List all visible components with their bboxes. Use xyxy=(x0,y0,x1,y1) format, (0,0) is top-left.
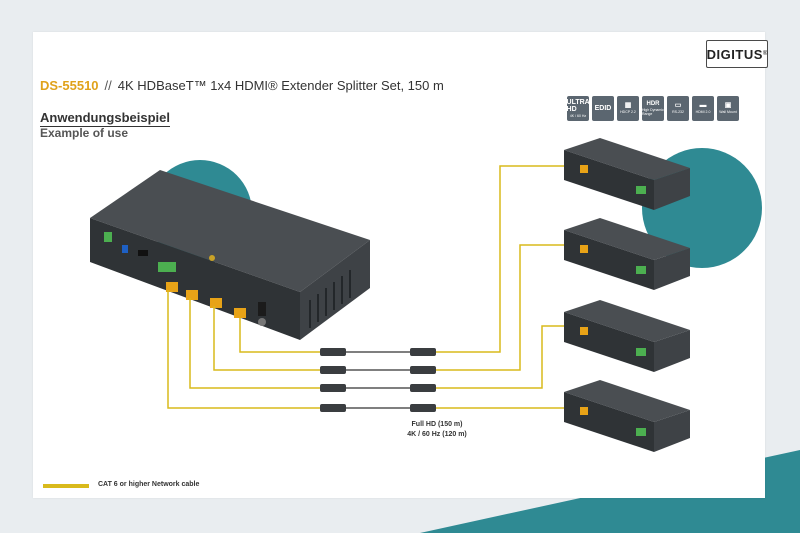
coax-connector xyxy=(209,255,215,261)
network-cables xyxy=(320,348,436,412)
wall-mount-icon: ▣Wall Mount xyxy=(717,96,739,121)
receiver-1 xyxy=(564,138,690,210)
receiver-4 xyxy=(564,380,690,452)
heading-german: Anwendungsbeispiel xyxy=(40,110,171,127)
rj45-port-3 xyxy=(210,298,222,308)
distance-caption: Full HD (150 m) 4K / 60 Hz (120 m) xyxy=(407,420,467,440)
legend-cable-swatch xyxy=(43,484,89,488)
heading-english: Example of use xyxy=(40,126,129,140)
rj45-port-4 xyxy=(234,308,246,318)
rj45-port-2 xyxy=(186,290,198,300)
cables-receivers xyxy=(436,165,566,409)
legend-cable-label: CAT 6 or higher Network cable xyxy=(98,481,200,488)
caption-full-hd: Full HD (150 m) xyxy=(411,421,463,428)
brand-name: DIGITUS xyxy=(706,46,763,62)
brand-logo: DIGITUS® xyxy=(706,40,768,68)
hdmi-port-icon xyxy=(138,250,148,256)
model-number: DS-55510 xyxy=(40,78,99,93)
splitter-device xyxy=(90,170,370,340)
hdcp-icon: ▦HDCP 2.2 xyxy=(617,96,639,121)
caption-4k: 4K / 60 Hz (120 m) xyxy=(407,431,467,438)
receiver-3 xyxy=(564,300,690,372)
terminal-block xyxy=(158,262,176,272)
product-title: 4K HDBaseT™ 1x4 HDMI® Extender Splitter … xyxy=(117,78,444,93)
receiver-2 xyxy=(564,218,690,290)
edid-icon: EDID xyxy=(592,96,614,121)
rj45-port-1 xyxy=(166,282,178,292)
terminal-port xyxy=(104,232,112,242)
power-jack-icon xyxy=(258,318,266,326)
registered-mark: ® xyxy=(762,51,768,57)
hdmi-icon: ▬HDMI 2.0 xyxy=(692,96,714,121)
title-separator: // xyxy=(104,78,112,93)
rs232-icon: ▭RS-232 xyxy=(667,96,689,121)
cables-source xyxy=(167,290,320,409)
product-title-line: DS-55510 // 4K HDBaseT™ 1x4 HDMI® Extender… xyxy=(40,78,444,93)
power-switch-icon xyxy=(258,302,266,316)
usb-port-icon xyxy=(122,245,128,253)
